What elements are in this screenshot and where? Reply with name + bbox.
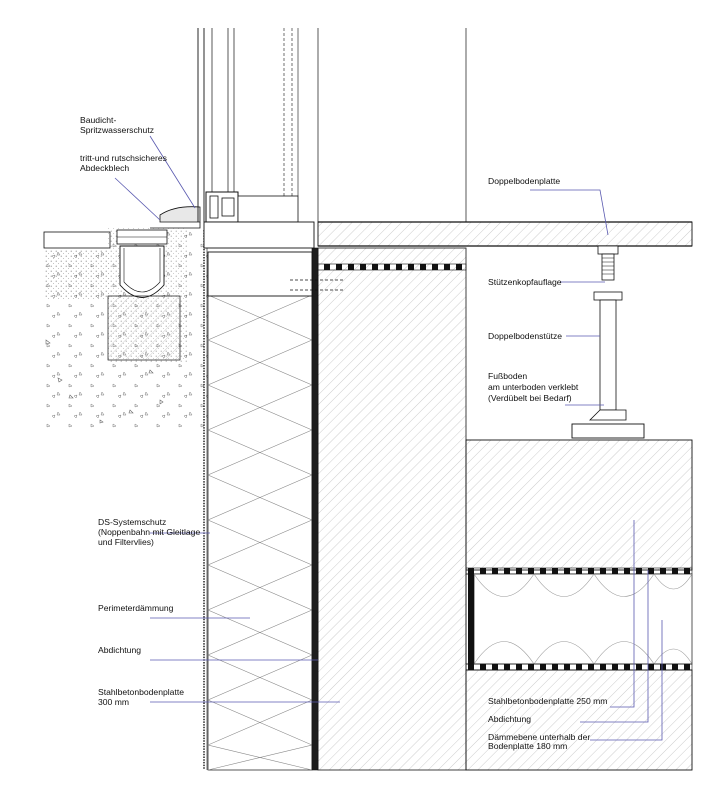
- splash-protection: [150, 206, 201, 229]
- window-frame: [197, 28, 467, 297]
- label-perimeterdaemmung: Perimeterdämmung: [98, 603, 174, 613]
- label-stahlbetonbodenplatte-left-1: Stahlbetonbodenplatte: [98, 687, 184, 697]
- perimeter-insulation: [207, 294, 313, 771]
- label-abdeckblech-1: tritt-und rutschsicheres: [80, 153, 167, 163]
- floor-slab-right: [465, 439, 693, 771]
- raised-floor-panel: [317, 221, 693, 247]
- concrete-wall: [311, 247, 467, 771]
- label-fussboden-3: (Verdübelt bei Bedarf): [488, 393, 572, 403]
- label-abdichtung-left: Abdichtung: [98, 645, 141, 655]
- label-spritzwasserschutz-2: Spritzwasserschutz: [80, 125, 154, 135]
- label-daemmebene-1: Dämmebene unterhalb der: [488, 732, 590, 742]
- drainage-channel: [107, 228, 188, 363]
- label-abdichtung-right: Abdichtung: [488, 714, 531, 724]
- label-spritzwasserschutz-1: Baudicht-: [80, 115, 116, 125]
- dimpled-membrane: [203, 230, 208, 770]
- paving-slab: [43, 231, 111, 300]
- label-fussboden-1: Fußboden: [488, 371, 527, 381]
- label-stuetzenkopfauflage: Stützenkopfauflage: [488, 277, 562, 287]
- label-stahlbetonbodenplatte-right: Stahlbetonbodenplatte 250 mm: [488, 696, 607, 706]
- label-abdeckblech-2: Abdeckblech: [80, 163, 129, 173]
- label-ds-systemschutz-1: DS-Systemschutz: [98, 517, 166, 527]
- label-daemmebene-2: Bodenplatte 180 mm: [488, 741, 567, 751]
- label-ds-systemschutz-3: und Filtervlies): [98, 537, 154, 547]
- label-doppelbodenplatte: Doppelbodenplatte: [488, 176, 560, 186]
- leader-lines: [114, 135, 663, 741]
- pedestal-support: [571, 245, 645, 439]
- label-fussboden-2: am unterboden verklebt: [488, 382, 579, 392]
- label-doppelbodenstuetze: Doppelbodenstütze: [488, 331, 562, 341]
- label-stahlbetonbodenplatte-left-2: 300 mm: [98, 697, 129, 707]
- label-ds-systemschutz-2: (Noppenbahn mit Gleitlage: [98, 527, 200, 537]
